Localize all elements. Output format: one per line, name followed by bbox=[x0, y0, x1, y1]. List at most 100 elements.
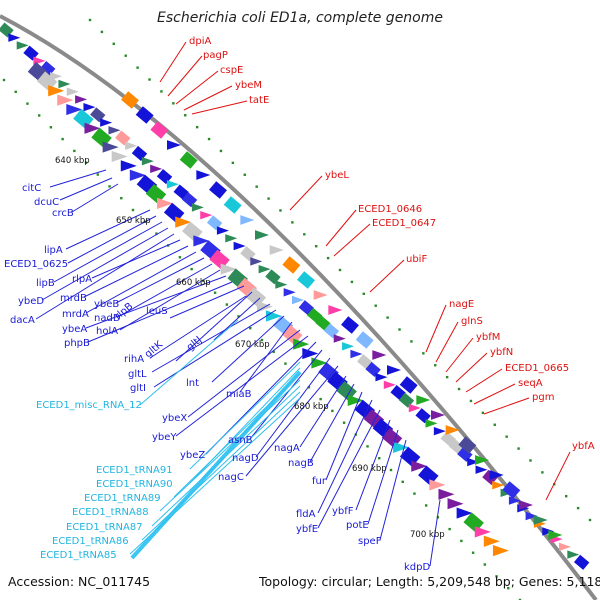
gene-inner2-arrow bbox=[393, 441, 410, 453]
guide-dot bbox=[148, 78, 151, 81]
gene-inner-arrow bbox=[467, 457, 480, 467]
gene-inner-arrow bbox=[333, 334, 346, 343]
leader-line bbox=[213, 297, 261, 341]
gene-inner2-block bbox=[91, 127, 112, 148]
gene-label: fur bbox=[312, 476, 327, 487]
gene-inner-block bbox=[181, 192, 198, 208]
guide-dot bbox=[342, 421, 346, 424]
gene-label: ubiF bbox=[406, 254, 427, 265]
leader-line bbox=[83, 245, 189, 298]
gene-inner-arrow bbox=[125, 141, 138, 150]
gene-label: nagA bbox=[274, 443, 300, 454]
gene-inner-arrow bbox=[342, 342, 355, 351]
gene-outer-arrow bbox=[431, 410, 445, 420]
gene-inner-block bbox=[240, 246, 256, 262]
gene-outer-block bbox=[121, 91, 139, 109]
gene-outer-block bbox=[179, 151, 198, 169]
gene-inner-arrow bbox=[408, 403, 421, 413]
gene-inner-arrow bbox=[166, 180, 179, 189]
gene-inner-arrow bbox=[350, 349, 363, 359]
leader-line bbox=[149, 295, 247, 359]
gene-outer-arrow bbox=[489, 470, 504, 480]
gene-inner-block bbox=[457, 446, 473, 462]
leader-line bbox=[309, 383, 355, 463]
gene-label: ybeB bbox=[94, 299, 119, 310]
guide-dot bbox=[219, 149, 223, 153]
guide-dot bbox=[267, 197, 270, 200]
gene-outer-block bbox=[399, 376, 418, 394]
leader-line bbox=[67, 215, 157, 264]
leader-line bbox=[85, 275, 227, 329]
gene-inner-block bbox=[40, 61, 56, 77]
gene-label: rihA bbox=[124, 354, 144, 365]
gene-inner-arrow bbox=[508, 496, 521, 505]
gene-inner-arrow bbox=[375, 372, 388, 382]
gene-inner-arrow bbox=[100, 118, 113, 127]
guide-dot bbox=[366, 445, 369, 448]
guide-dot bbox=[493, 423, 496, 426]
rna-label: ECED1_tRNA85 bbox=[40, 550, 117, 561]
kbp-tick-label: 690 kbp bbox=[352, 464, 387, 474]
guide-dot bbox=[124, 54, 127, 57]
gene-label: ECED1_0625 bbox=[4, 259, 68, 270]
guide-dot bbox=[362, 292, 366, 296]
gene-inner2-arrow bbox=[175, 216, 192, 228]
leader-line bbox=[183, 85, 233, 111]
accession-text: Accession: NC_011745 bbox=[8, 574, 150, 589]
gene-inner-arrow bbox=[425, 419, 438, 428]
leader-line bbox=[151, 303, 271, 373]
gene-outer-arrow bbox=[328, 305, 343, 315]
kbp-tick-label: 700 kbp bbox=[410, 530, 445, 540]
guide-dot bbox=[202, 279, 205, 283]
gene-label: dpiA bbox=[189, 36, 211, 47]
kbp-tick-label: 680 kbp bbox=[294, 402, 329, 412]
gene-inner2-arrow bbox=[483, 535, 500, 547]
gene-inner2-arrow bbox=[220, 263, 237, 275]
leader-line bbox=[117, 263, 213, 318]
gene-inner2-arrow bbox=[293, 338, 310, 350]
gene-inner-arrow bbox=[16, 41, 29, 50]
gene-label: leuS bbox=[146, 306, 168, 317]
guide-dot bbox=[260, 338, 264, 342]
gene-label: lipA bbox=[44, 245, 63, 256]
gene-inner-arrow bbox=[258, 264, 271, 274]
gene-outer-block bbox=[223, 196, 242, 214]
gene-label: ybeD bbox=[18, 296, 44, 307]
leader-line bbox=[187, 329, 301, 418]
leader-line bbox=[85, 251, 197, 314]
gene-label: speF bbox=[358, 536, 382, 547]
gene-inner2-arrow bbox=[66, 103, 83, 116]
gene-label: miaB bbox=[226, 389, 252, 400]
gene-outer-block bbox=[341, 316, 359, 334]
gene-inner-arrow bbox=[83, 102, 96, 112]
rna-label: ECED1_tRNA91 bbox=[96, 465, 173, 476]
gene-label: nadD bbox=[94, 313, 121, 324]
gene-inner-block bbox=[0, 22, 14, 38]
gene-inner-arrow bbox=[433, 426, 446, 436]
leader-line bbox=[175, 291, 253, 362]
gene-outer-arrow bbox=[372, 350, 387, 360]
leader-line bbox=[141, 391, 301, 541]
gene-label: ybeA bbox=[62, 324, 87, 335]
gene-label: ECED1_0647 bbox=[372, 218, 436, 229]
gene-outer-arrow bbox=[167, 140, 181, 150]
gene-inner2-arrow bbox=[120, 160, 137, 172]
gene-label: lipB bbox=[36, 278, 55, 289]
guide-dot bbox=[422, 352, 425, 355]
leader-line bbox=[167, 55, 203, 97]
gene-inner2-block bbox=[36, 71, 58, 92]
gene-inner2-block bbox=[418, 465, 439, 486]
guide-dot bbox=[518, 598, 522, 600]
guide-dot bbox=[120, 196, 123, 200]
guide-dot bbox=[505, 435, 508, 438]
guide-dot bbox=[303, 233, 306, 236]
gene-outer-arrow bbox=[313, 290, 328, 300]
gene-label: ybfE bbox=[296, 524, 318, 535]
gene-inner2-arrow bbox=[157, 197, 174, 209]
gene-label: nagB bbox=[288, 458, 314, 469]
leader-line bbox=[87, 281, 233, 343]
guide-dot bbox=[178, 256, 182, 259]
leader-line bbox=[151, 385, 301, 527]
gene-inner-block bbox=[573, 554, 590, 570]
gene-inner2-arrow bbox=[84, 122, 101, 134]
